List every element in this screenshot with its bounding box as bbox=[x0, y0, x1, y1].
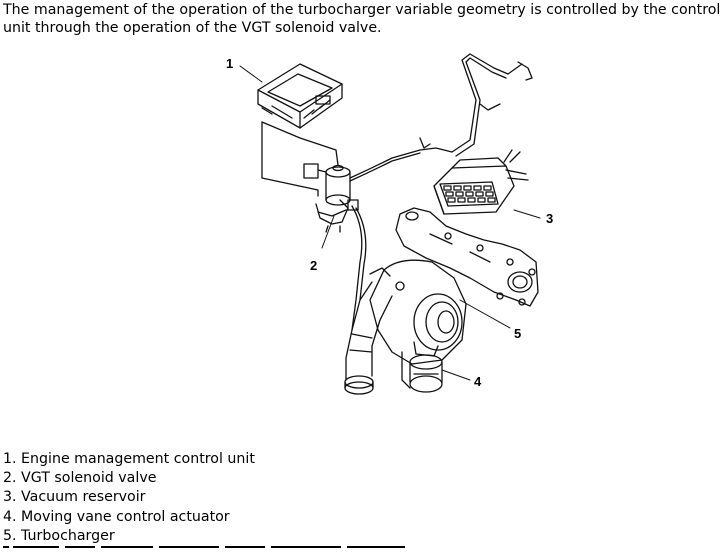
turbocharger-drawing bbox=[344, 259, 467, 395]
vane-actuator-drawing bbox=[401, 341, 443, 393]
callout-1: 1 bbox=[226, 56, 233, 71]
callout-5: 5 bbox=[514, 326, 521, 341]
leader-line-3 bbox=[513, 209, 541, 219]
legend-item: 2. VGT solenoid valve bbox=[3, 470, 157, 487]
intro-paragraph: The management of the operation of the t… bbox=[3, 2, 721, 36]
callout-2: 2 bbox=[310, 258, 317, 273]
control-wire bbox=[261, 121, 319, 197]
exhaust-manifold-drawing bbox=[395, 207, 539, 307]
vacuum-reservoir-drawing bbox=[433, 149, 529, 215]
vacuum-pipe bbox=[349, 149, 421, 179]
cropped-text-line bbox=[3, 546, 405, 548]
callout-4: 4 bbox=[474, 374, 482, 389]
legend-item: 5. Turbocharger bbox=[3, 527, 115, 544]
legend-item: 3. Vacuum reservoir bbox=[3, 489, 146, 506]
legend-list: 1. Engine management control unit 2. VGT… bbox=[3, 450, 255, 546]
control-unit-drawing bbox=[257, 63, 343, 129]
legend-item: 1. Engine management control unit bbox=[3, 451, 255, 467]
leader-line-5 bbox=[459, 299, 511, 329]
leader-line-2 bbox=[321, 215, 335, 249]
solenoid-valve-drawing bbox=[303, 163, 359, 233]
leader-line-4 bbox=[441, 369, 471, 381]
callout-3: 3 bbox=[546, 211, 553, 226]
leader-line-1 bbox=[239, 65, 263, 83]
legend-item: 4. Moving vane control actuator bbox=[3, 508, 230, 525]
